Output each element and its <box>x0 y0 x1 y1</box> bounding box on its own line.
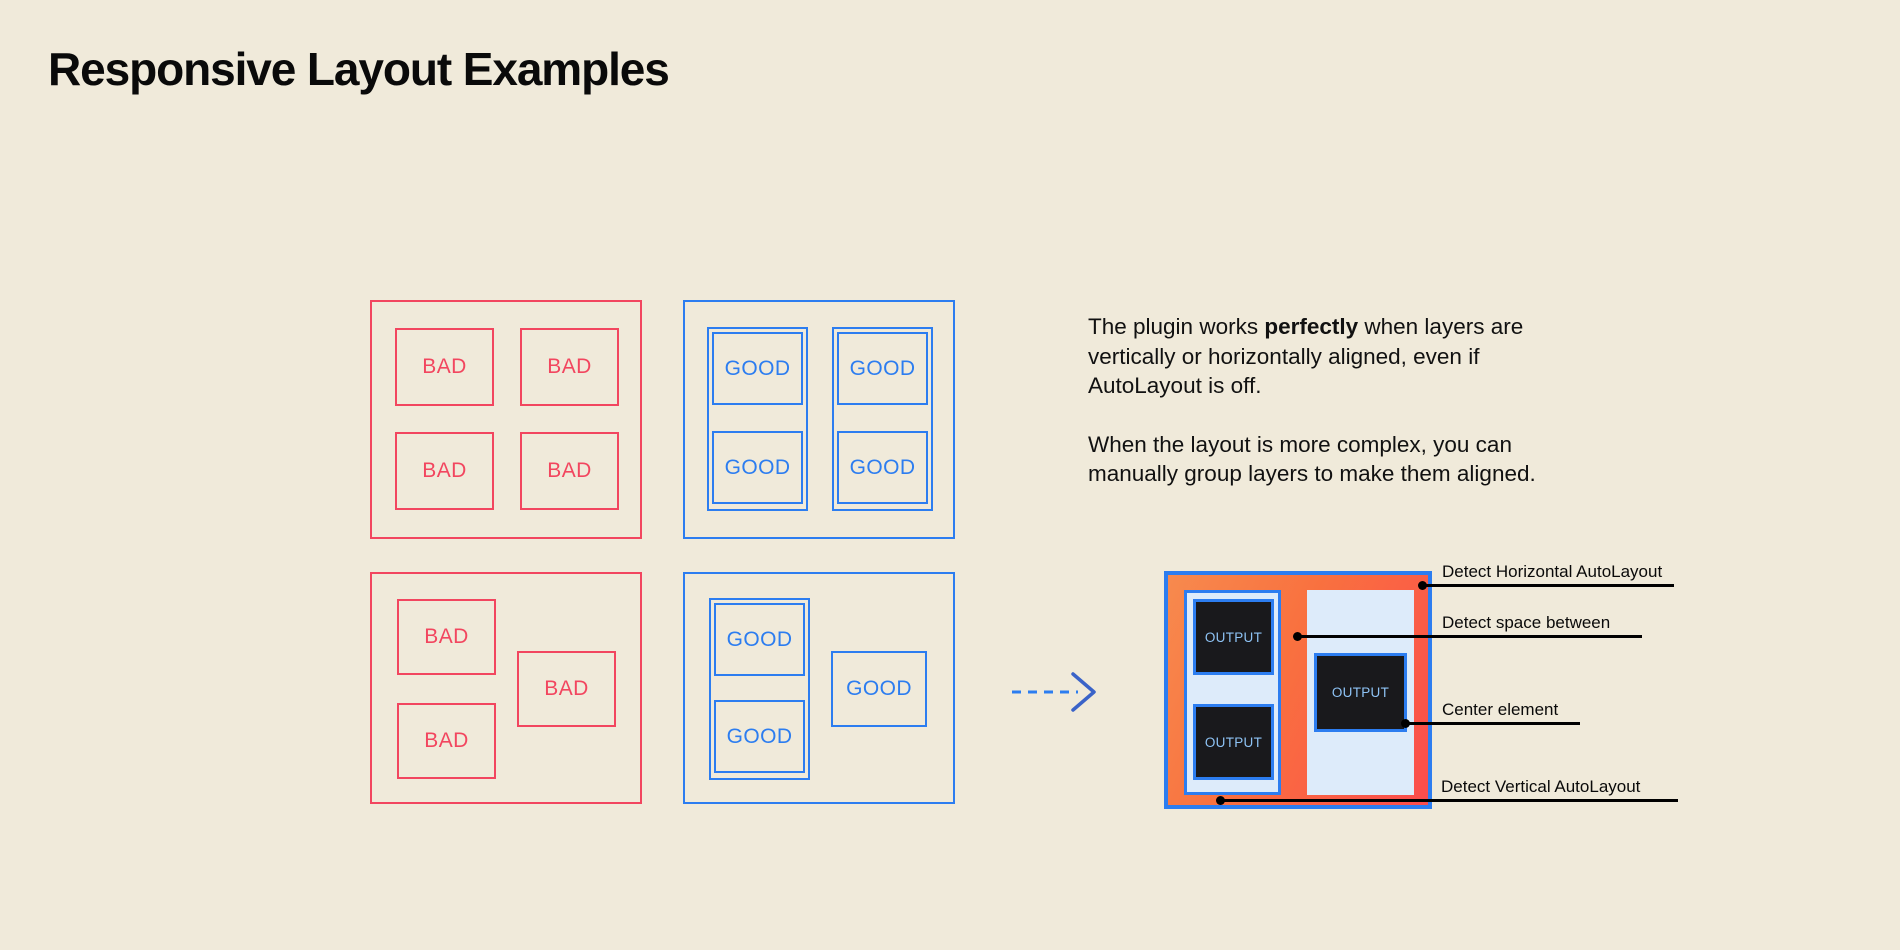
good-cell: GOOD <box>714 603 805 676</box>
paragraph-1: The plugin works perfectly when layers a… <box>1088 312 1558 401</box>
output-left-column: OUTPUT OUTPUT <box>1184 590 1281 795</box>
bad-cell-label: BAD <box>424 729 469 752</box>
annotation-label: Detect space between <box>1442 613 1611 632</box>
output-diagram: OUTPUT OUTPUT OUTPUT <box>1164 571 1432 809</box>
good-cell-label: GOOD <box>849 455 916 479</box>
good-cell: GOOD <box>837 332 928 405</box>
annotation-label: Detect Vertical AutoLayout <box>1441 777 1641 796</box>
good-column-group: GOOD GOOD <box>832 327 933 511</box>
annotation-leader-line <box>1405 721 1580 725</box>
output-box-label: OUTPUT <box>1204 629 1263 645</box>
bad-cell-label: BAD <box>422 459 467 482</box>
paragraph-1-tail: when layers are vertically or horizontal… <box>1088 314 1524 398</box>
annotation-label: Detect Horizontal AutoLayout <box>1442 562 1663 581</box>
example-group-grid-bad: BAD BAD BAD BAD <box>370 300 642 539</box>
good-cell-label: GOOD <box>724 455 791 479</box>
output-box-label: OUTPUT <box>1331 685 1390 700</box>
bad-cell: BAD <box>397 599 496 675</box>
bad-cell: BAD <box>520 432 619 510</box>
good-cell: GOOD <box>712 332 803 405</box>
paragraph-1-lead: The plugin works <box>1088 314 1265 339</box>
good-cell-label: GOOD <box>726 627 793 651</box>
bad-cell-label: BAD <box>547 459 592 482</box>
bad-cell: BAD <box>395 328 494 406</box>
bad-cell-label: BAD <box>424 625 469 648</box>
bad-cell: BAD <box>395 432 494 510</box>
bad-cell-label: BAD <box>422 355 467 378</box>
bad-cell: BAD <box>520 328 619 406</box>
description-text: The plugin works perfectly when layers a… <box>1088 312 1558 489</box>
bad-cell: BAD <box>397 703 496 779</box>
dashed-arrow-right-icon <box>1012 672 1102 712</box>
good-column-group: GOOD GOOD <box>707 327 808 511</box>
bad-cell-label: BAD <box>544 677 589 700</box>
good-cell: GOOD <box>837 431 928 504</box>
example-group-offset-good: GOOD GOOD GOOD <box>683 572 955 804</box>
page-title: Responsive Layout Examples <box>48 43 670 95</box>
output-box: OUTPUT <box>1193 704 1274 780</box>
output-box: OUTPUT <box>1193 599 1274 675</box>
annotation-leader-line <box>1422 583 1674 587</box>
bad-cell: BAD <box>517 651 616 727</box>
good-column-group: GOOD GOOD <box>709 598 810 780</box>
output-box: OUTPUT <box>1314 653 1407 732</box>
output-box-label: OUTPUT <box>1204 734 1263 750</box>
good-cell: GOOD <box>712 431 803 504</box>
example-group-offset-bad: BAD BAD BAD <box>370 572 642 804</box>
good-cell-label: GOOD <box>724 356 791 380</box>
annotation-leader-line <box>1220 798 1678 802</box>
good-cell-label: GOOD <box>849 356 916 380</box>
annotation-leader-line <box>1297 634 1642 638</box>
example-group-grid-good: GOOD GOOD GOOD GOOD <box>683 300 955 539</box>
paragraph-2: When the layout is more complex, you can… <box>1088 431 1536 487</box>
paragraph-1-emphasis: perfectly <box>1264 314 1359 339</box>
output-right-column: OUTPUT <box>1307 590 1414 795</box>
good-cell: GOOD <box>714 700 805 773</box>
good-cell: GOOD <box>831 651 927 727</box>
good-cell-label: GOOD <box>726 724 793 748</box>
good-cell-label: GOOD <box>846 677 912 700</box>
annotation-label: Center element <box>1442 700 1559 719</box>
bad-cell-label: BAD <box>547 355 592 378</box>
